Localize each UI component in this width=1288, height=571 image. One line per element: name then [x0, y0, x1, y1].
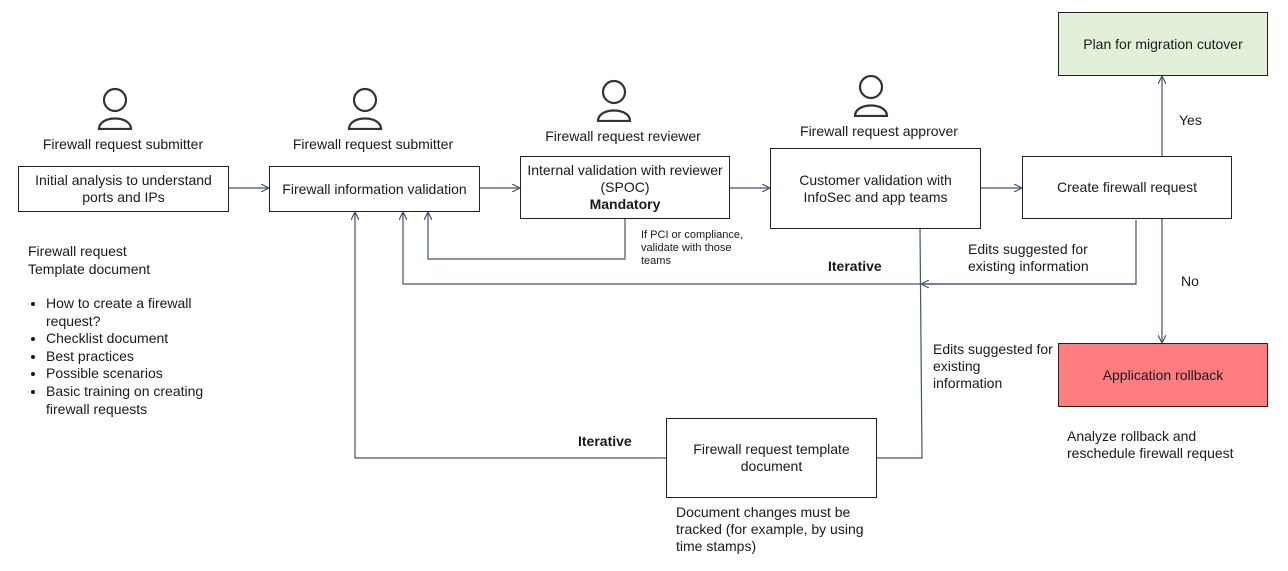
arrow-iterative-lower	[355, 213, 666, 459]
arrow-pci-feedback	[428, 213, 626, 260]
document-changes-note: Document changes must be tracked (for ex…	[676, 504, 864, 554]
person-icon	[97, 87, 133, 130]
customer-validation-label: Customer validation with InfoSec and app…	[799, 171, 952, 205]
plan-cutover-label: Plan for migration cutover	[1083, 35, 1243, 52]
list-item: How to create a firewall request?	[46, 295, 236, 330]
rollback-label: Application rollback	[1102, 366, 1224, 383]
role-label-reviewer: Firewall request reviewer	[545, 128, 701, 144]
person-icon	[347, 87, 383, 130]
rollback-box: Application rollback	[1058, 343, 1268, 407]
list-item: Checklist document	[46, 330, 236, 348]
plan-cutover-box: Plan for migration cutover	[1058, 12, 1268, 76]
mandatory-label: Mandatory	[589, 196, 661, 212]
info-validation-label: Firewall information validation	[282, 180, 467, 197]
info-validation-box: Firewall information validation	[269, 166, 480, 212]
internal-validation-label: Internal validation with reviewer (SPOC)	[527, 162, 723, 195]
template-notes-title: Firewall request	[28, 243, 127, 259]
iterative-label-upper: Iterative	[828, 258, 882, 274]
initial-analysis-box: Initial analysis to understand ports and…	[18, 166, 229, 212]
role-label-approver: Firewall request approver	[800, 123, 958, 139]
edits-suggested-lower: Edits suggested for existing information	[933, 341, 1053, 391]
pci-note: If PCI or compliance, validate with thos…	[641, 229, 744, 267]
template-document-label: Firewall request template document	[693, 441, 850, 474]
list-item: Possible scenarios	[46, 365, 236, 383]
list-item: Best practices	[46, 348, 236, 366]
role-label-submitter: Firewall request submitter	[292, 136, 454, 152]
template-notes-subtitle: Template document	[28, 261, 151, 277]
template-document-box: Firewall request template document	[666, 418, 877, 498]
create-request-box: Create firewall request	[1022, 156, 1232, 219]
no-label: No	[1181, 273, 1199, 289]
arrow-iterative-upper	[403, 213, 1137, 285]
rollback-note: Analyze rollback and reschedule firewall…	[1067, 428, 1234, 461]
iterative-label-lower: Iterative	[578, 433, 632, 449]
role-label-submitter: Firewall request submitter	[42, 136, 204, 152]
template-notes-list: How to create a firewall request? Checkl…	[28, 295, 236, 418]
initial-analysis-label: Initial analysis to understand ports and…	[35, 172, 212, 205]
person-icon	[853, 74, 889, 117]
edits-suggested-upper: Edits suggested for existing information	[968, 241, 1089, 274]
person-icon	[596, 79, 632, 122]
internal-validation-box: Internal validation with reviewer (SPOC)…	[520, 156, 730, 219]
yes-label: Yes	[1179, 112, 1202, 128]
list-item: Basic training on creating firewall requ…	[46, 383, 236, 418]
customer-validation-box: Customer validation with InfoSec and app…	[770, 148, 981, 229]
create-request-label: Create firewall request	[1056, 179, 1198, 195]
arrow-edits-lower	[877, 228, 923, 459]
